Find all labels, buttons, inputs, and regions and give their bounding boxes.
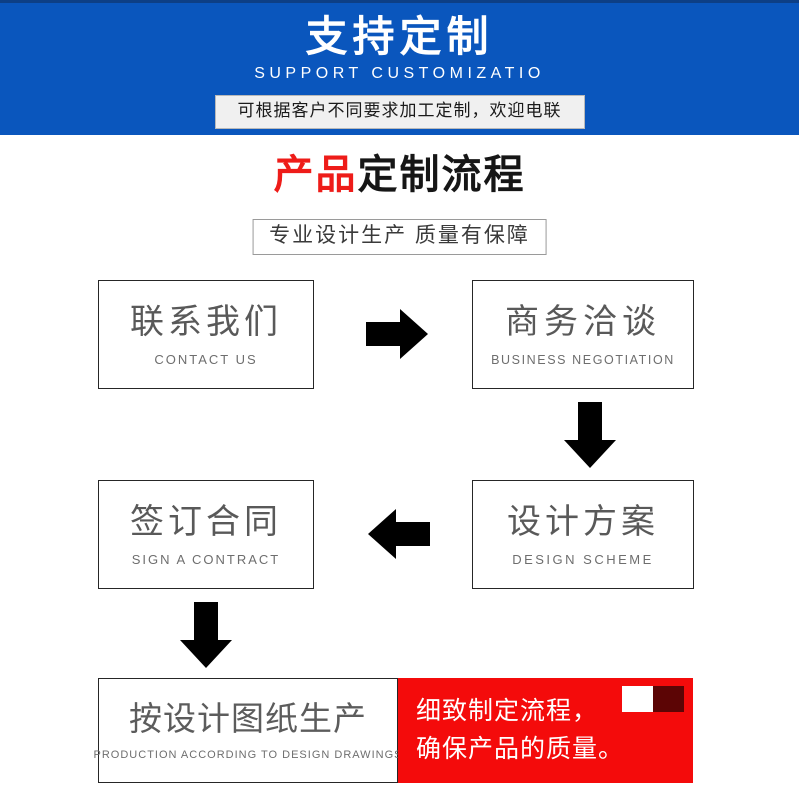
section-subtitle: 专业设计生产 质量有保障: [252, 219, 547, 255]
decorative-square-dark: [653, 686, 684, 712]
flow-step-sign-contract: 签订合同 SIGN A CONTRACT: [98, 480, 314, 589]
section-title-red: 产品: [273, 153, 358, 197]
arrow-down-icon: [562, 402, 618, 468]
flow-step-label-cn: 设计方案: [507, 502, 659, 541]
arrow-left-icon: [368, 505, 430, 563]
flow-step-label-cn: 按设计图纸生产: [129, 699, 367, 737]
callout-line-2: 确保产品的质量。: [416, 735, 625, 763]
flow-step-design-scheme: 设计方案 DESIGN SCHEME: [472, 480, 694, 589]
flow-step-label-cn: 联系我们: [130, 302, 282, 341]
flow-step-label-en: SIGN A CONTRACT: [131, 551, 281, 567]
flow-step-label-cn: 签订合同: [130, 502, 282, 541]
flow-step-business-negotiation: 商务洽谈 BUSINESS NEGOTIATION: [472, 280, 694, 389]
callout-text: 细致制定流程， 确保产品的质量。: [416, 692, 624, 768]
arrow-right-icon: [366, 305, 428, 363]
banner-tagline: 可根据客户不同要求加工定制，欢迎电联: [214, 95, 585, 129]
flow-step-label-en: PRODUCTION ACCORDING TO DESIGN DRAWINGS: [93, 748, 403, 761]
flow-step-production: 按设计图纸生产 PRODUCTION ACCORDING TO DESIGN D…: [94, 678, 401, 783]
banner-title: 支持定制: [305, 13, 494, 60]
banner-subtitle: SUPPORT CUSTOMIZATIO: [254, 65, 545, 82]
flow-step-label-en: BUSINESS NEGOTIATION: [491, 352, 675, 367]
flow-step-label-cn: 商务洽谈: [505, 302, 661, 341]
arrow-down-icon: [178, 602, 234, 668]
flow-step-contact-us: 联系我们 CONTACT US: [98, 280, 314, 389]
flow-step-label-en: DESIGN SCHEME: [512, 551, 654, 567]
decorative-square-light: [622, 686, 653, 712]
callout-panel: 细致制定流程， 确保产品的质量。: [398, 678, 693, 783]
section-title-dark: 定制流程: [357, 153, 526, 197]
callout-line-1: 细致制定流程，: [416, 697, 599, 725]
header-banner: 支持定制 SUPPORT CUSTOMIZATIO 可根据客户不同要求加工定制，…: [0, 0, 799, 135]
banner-top-strip: [0, 0, 799, 3]
section-title: 产品定制流程: [0, 150, 799, 200]
flow-step-label-en: CONTACT US: [154, 351, 258, 367]
